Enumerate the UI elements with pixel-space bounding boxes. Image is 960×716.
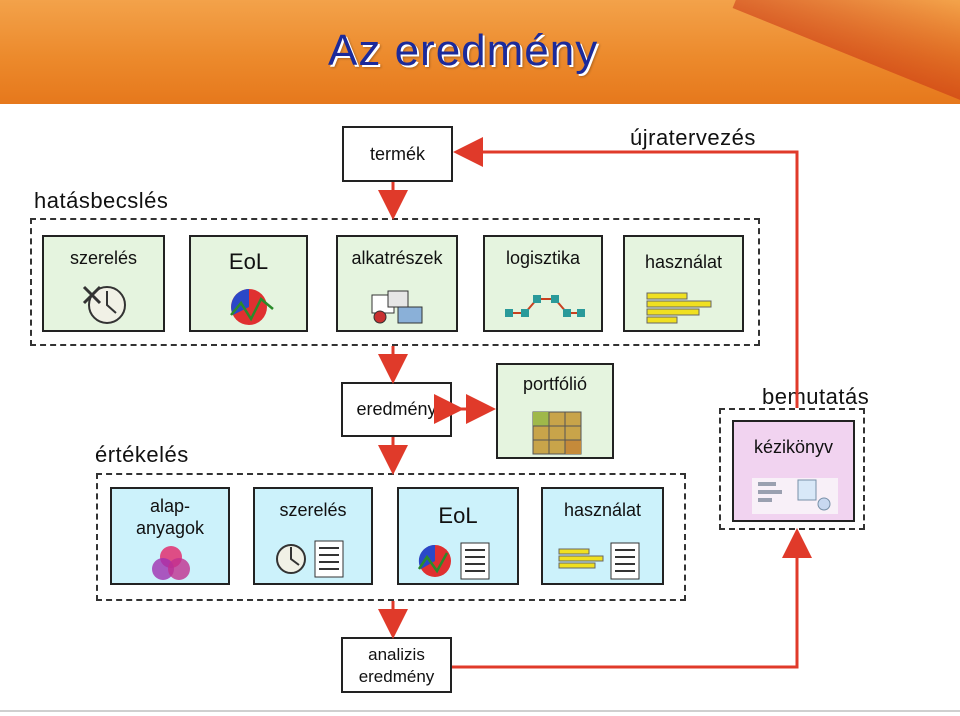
termek-box: termék — [342, 126, 453, 182]
tile-alkatreszek-label: alkatrészek — [351, 248, 443, 268]
assembly-icon — [82, 285, 126, 324]
hatasbecsles-label: hatásbecslés — [34, 188, 169, 213]
pie-icon — [230, 289, 274, 325]
pie-doc-icon — [417, 542, 490, 580]
usage-doc-icon — [558, 542, 640, 580]
tile-logisztika: logisztika — [483, 235, 603, 332]
tile-szereles-1-label: szerelés — [69, 248, 138, 268]
portfolio-label: portfólió — [522, 374, 588, 394]
arrow-analizis-bemutatas — [452, 528, 812, 669]
arrow-bemutatas-ujratervezes — [453, 137, 799, 408]
tile-eol-2-label: EoL — [438, 503, 478, 528]
tile-alapanyagok: alap- anyagok — [110, 487, 230, 585]
tile-alkatreszek: alkatrészek — [336, 235, 458, 332]
usage-bars-icon — [646, 292, 712, 324]
portfolio-grid-icon — [532, 411, 582, 455]
tile-hasznalat-2-label: használat — [563, 500, 642, 520]
tile-eol-1-label: EoL — [228, 249, 269, 274]
tile-eol-1: EoL — [189, 235, 308, 332]
termek-text: termék — [369, 144, 425, 164]
ertekeles-label: értékelés — [95, 442, 189, 467]
analizis-line1: analizis — [368, 645, 425, 664]
bemutatas-label: bemutatás — [762, 384, 870, 409]
eredmeny-text: eredmény — [356, 399, 437, 419]
tile-szereles-2-label: szerelés — [279, 500, 347, 520]
tile-logisztika-label: logisztika — [505, 248, 581, 268]
tile-hasznalat-1: használat — [623, 235, 744, 332]
materials-venn-icon — [152, 546, 190, 580]
logistics-icon — [505, 295, 585, 317]
tile-kezikonyv: kézikönyv — [732, 420, 855, 522]
tile-hasznalat-1-label: használat — [644, 252, 723, 272]
tile-szereles-2: szerelés — [253, 487, 373, 585]
assembly-doc-icon — [276, 540, 344, 578]
manual-icon — [752, 478, 838, 514]
analizis-box: analizis eredmény — [341, 637, 452, 693]
page-title: Az eredmény — [328, 26, 599, 75]
tile-kezikonyv-label: kézikönyv — [753, 437, 834, 457]
title-banner — [0, 0, 960, 104]
tile-szereles-1: szerelés — [42, 235, 165, 332]
footer-rule — [0, 710, 960, 712]
eredmeny-box: eredmény — [341, 382, 452, 437]
tile-alapanyagok-line2: anyagok — [135, 518, 205, 538]
tile-hasznalat-2: használat — [541, 487, 664, 585]
ujratervezes-label: újratervezés — [630, 125, 756, 150]
analizis-line2: eredmény — [358, 667, 435, 686]
parts-icon — [371, 290, 423, 324]
tile-alapanyagok-line1: alap- — [149, 496, 191, 516]
tile-eol-2: EoL — [397, 487, 519, 585]
portfolio-tile: portfólió — [496, 363, 614, 459]
